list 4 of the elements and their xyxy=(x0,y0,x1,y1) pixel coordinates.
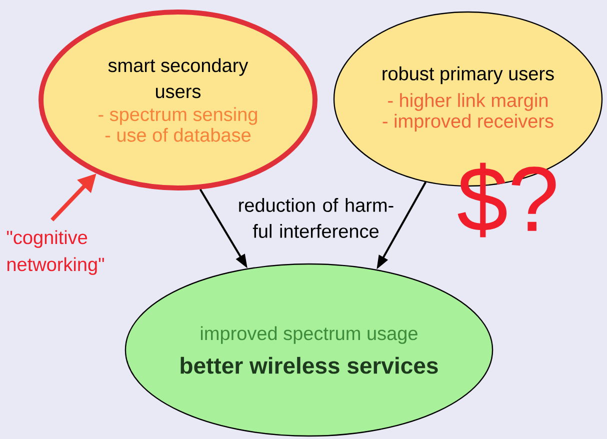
ellipse-node: smart secondary users - spectrum sensing - use of database xyxy=(38,10,318,190)
note-text: "cognitive networking" xyxy=(7,230,104,275)
ellipse-node: improved spectrum usage better wireless services xyxy=(124,263,494,437)
annotation-text: reduction of harm- ful interference xyxy=(239,198,394,238)
